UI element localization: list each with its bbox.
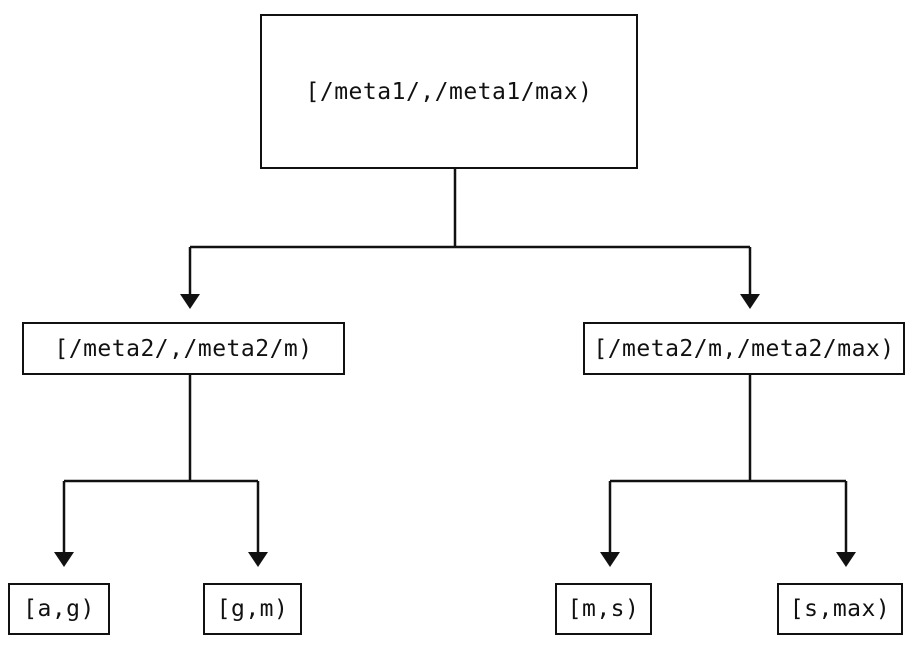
tree-node-leaf-4: [s,max) <box>777 583 903 635</box>
tree-node-leaf-2-label: [g,m) <box>216 596 289 622</box>
tree-node-leaf-3: [m,s) <box>555 583 652 635</box>
tree-node-left: [/meta2/,/meta2/m) <box>22 322 345 375</box>
tree-node-leaf-2: [g,m) <box>203 583 302 635</box>
arrowhead-right-node <box>740 294 760 309</box>
tree-node-left-label: [/meta2/,/meta2/m) <box>54 335 313 362</box>
tree-node-right: [/meta2/m,/meta2/max) <box>583 322 905 375</box>
arrowhead-leaf-2 <box>248 552 268 567</box>
arrowhead-leaf-3 <box>600 552 620 567</box>
tree-node-root: [/meta1/,/meta1/max) <box>260 14 638 169</box>
tree-node-leaf-3-label: [m,s) <box>567 596 640 622</box>
arrowhead-leaf-4 <box>836 552 856 567</box>
tree-node-leaf-1: [a,g) <box>8 583 110 635</box>
arrowhead-leaf-1 <box>54 552 74 567</box>
tree-node-leaf-4-label: [s,max) <box>789 596 891 622</box>
tree-node-right-label: [/meta2/m,/meta2/max) <box>593 335 895 362</box>
tree-node-root-label: [/meta1/,/meta1/max) <box>305 78 593 105</box>
arrowhead-left-node <box>180 294 200 309</box>
tree-node-leaf-1-label: [a,g) <box>23 596 95 622</box>
